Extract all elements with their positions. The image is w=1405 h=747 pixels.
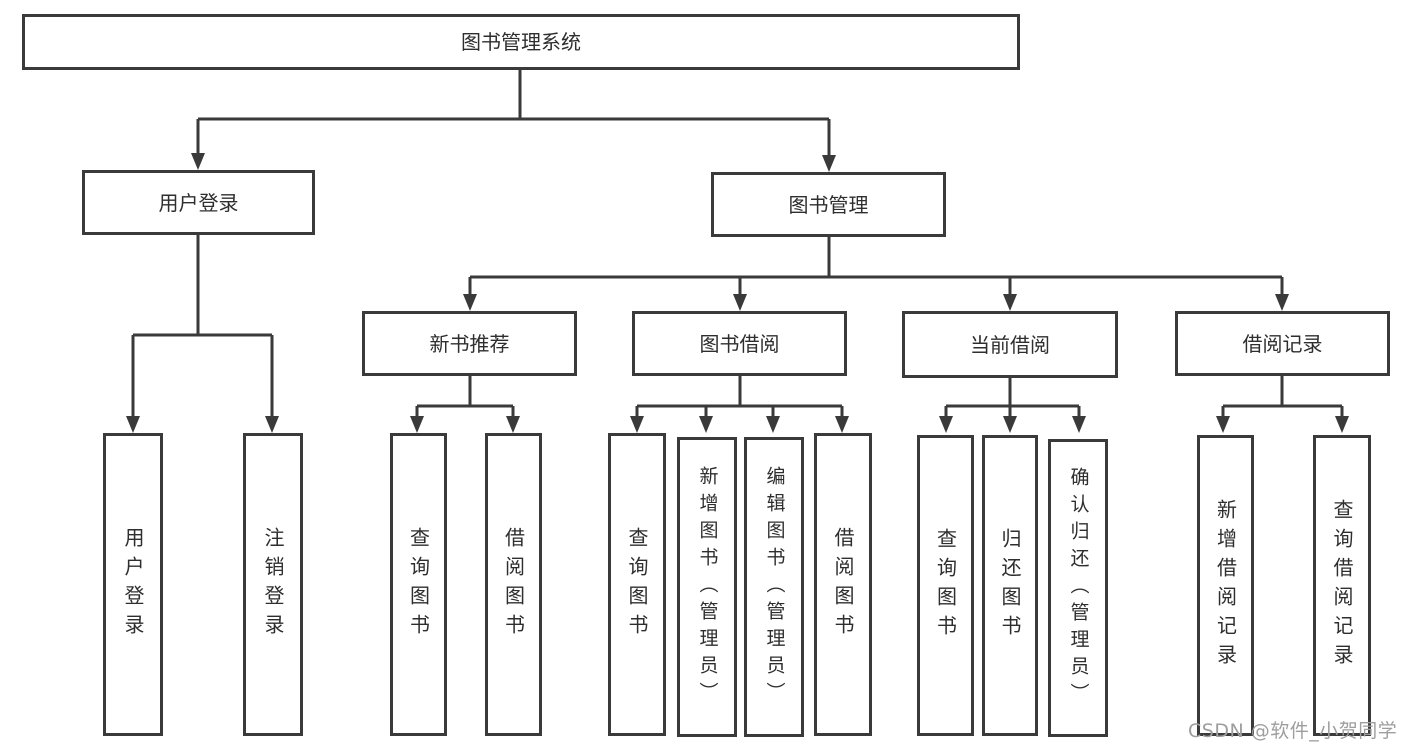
node-book-management: 图书管理 [711, 172, 946, 237]
node-new-book-recommend: 新书推荐 [362, 311, 577, 376]
node-book-borrow: 图书借阅 [632, 311, 847, 376]
node-current-borrow: 当前借阅 [902, 311, 1118, 378]
leaf-cb-confirm-return-admin: 确认归还（管理员） [1048, 439, 1108, 737]
leaf-logout: 注销登录 [243, 433, 303, 736]
leaf-cb-query-book: 查询图书 [917, 435, 974, 736]
leaf-bb-query-book: 查询图书 [608, 433, 666, 736]
leaf-nbr-query-book: 查询图书 [390, 433, 447, 736]
leaf-bb-borrow-book: 借阅图书 [814, 433, 872, 736]
node-root: 图书管理系统 [22, 14, 1020, 70]
leaf-br-add-record: 新增借阅记录 [1197, 435, 1254, 736]
node-borrow-record: 借阅记录 [1175, 311, 1390, 376]
leaf-br-query-record: 查询借阅记录 [1313, 435, 1371, 736]
leaf-bb-add-book-admin: 新增图书（管理员） [677, 437, 737, 737]
leaf-cb-return-book: 归还图书 [982, 435, 1038, 736]
node-user-login: 用户登录 [82, 170, 315, 235]
csdn-watermark: CSDN @软件_小贺同学 [1188, 720, 1398, 742]
leaf-bb-edit-book-admin: 编辑图书（管理员） [744, 437, 804, 737]
leaf-user-login: 用户登录 [103, 433, 163, 736]
leaf-nbr-borrow-book: 借阅图书 [485, 433, 542, 736]
